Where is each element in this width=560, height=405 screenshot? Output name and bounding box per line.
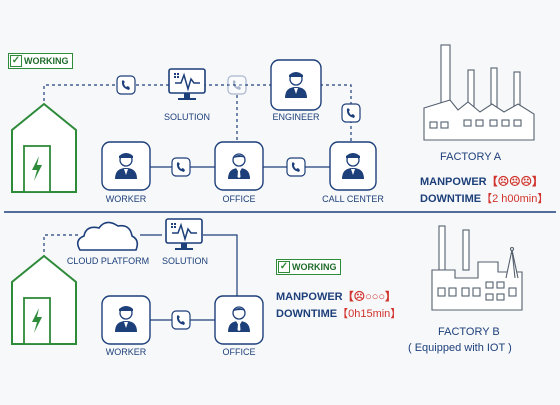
- factory-b-downtime: DOWNTIME【0h15min】: [276, 305, 401, 321]
- factory-a-status-text: WORKING: [24, 56, 69, 66]
- factory-b-warehouse-icon: [11, 255, 77, 345]
- factory-a-manpower: MANPOWER【☹☹☹】: [420, 173, 543, 189]
- worker-label: WORKER: [105, 194, 147, 204]
- factory-b-title: FACTORY B: [438, 326, 500, 338]
- checkmark-icon: ✓: [278, 261, 290, 273]
- office-label: OFFICE: [222, 347, 256, 357]
- phone-icon: [116, 75, 136, 95]
- factory-a-section: [11, 44, 535, 193]
- downtime-label: DOWNTIME: [420, 193, 482, 205]
- factory-a-building-icon: [423, 44, 535, 141]
- factory-a-status-badge: ✓ WORKING: [8, 53, 73, 69]
- solution-monitor-icon: [168, 68, 206, 101]
- engineer-label: ENGINEER: [272, 112, 320, 122]
- manpower-label: MANPOWER: [276, 291, 343, 303]
- phone-icon: [171, 310, 191, 330]
- phone-icon-faded: [227, 75, 247, 95]
- cloud-icon: [76, 221, 139, 251]
- worker-label: WORKER: [105, 347, 147, 357]
- factory-b-subtitle: ( Equipped with IOT ): [408, 342, 512, 354]
- phone-icon: [341, 103, 361, 123]
- office-label: OFFICE: [222, 194, 256, 204]
- factory-a-downtime: DOWNTIME【2 h00min】: [420, 190, 548, 206]
- phone-icon: [171, 157, 191, 177]
- factory-b-section: [11, 218, 523, 345]
- checkmark-icon: ✓: [10, 55, 22, 67]
- solution-label: SOLUTION: [161, 256, 208, 266]
- call-center-label: CALL CENTER: [322, 194, 384, 204]
- factory-b-manpower: MANPOWER【☹○○○】: [276, 288, 396, 304]
- factory-b-status-badge: ✓ WORKING: [276, 259, 341, 275]
- factory-a-warehouse-icon: [11, 103, 77, 193]
- phone-icon: [286, 157, 306, 177]
- cloud-platform-label: CLOUD PLATFORM: [66, 256, 150, 266]
- downtime-label: DOWNTIME: [276, 308, 338, 320]
- worker-box: [101, 295, 151, 345]
- downtime-value: 【2 h00min】: [481, 193, 549, 205]
- factory-b-status-text: WORKING: [292, 262, 337, 272]
- office-box: [214, 295, 264, 345]
- solution-label: SOLUTION: [163, 112, 210, 122]
- manpower-value: 【☹○○○】: [342, 291, 397, 303]
- manpower-label: MANPOWER: [420, 176, 487, 188]
- factory-b-building-icon: [431, 225, 523, 311]
- manpower-value: 【☹☹☹】: [486, 176, 544, 188]
- factory-a-title: FACTORY A: [440, 151, 502, 163]
- downtime-value: 【0h15min】: [337, 308, 402, 320]
- solution-monitor-icon: [165, 218, 203, 251]
